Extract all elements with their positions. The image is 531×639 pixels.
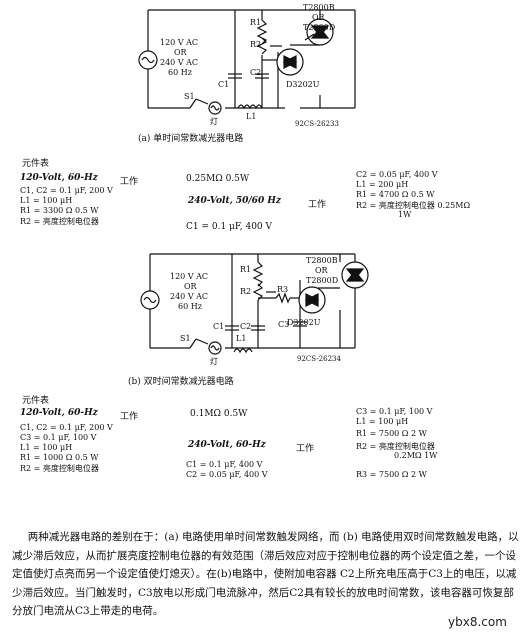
circuit-b-c1 [225,325,239,331]
circuit-b-c2-label: C2 [240,322,252,331]
circuit-b-caption: (b) 双时间常数减光器电路 [128,377,234,387]
parts-a-120v-mark: 工作 [120,177,139,187]
circuit-a-triac-part-3: T2800D [303,23,336,32]
parts-a-c-col-5: 1W [398,210,412,219]
circuit-b-l1-label: L1 [236,334,247,343]
circuit-b-r1-label: R1 [240,265,252,274]
circuit-b-ac-label-4: 60 Hz [178,302,202,311]
circuit-b-c3-label: C3 [278,320,290,329]
circuit-a-r2-label: R2 [250,40,262,49]
circuit-b-s1-label: S1 [180,334,191,343]
circuit-b-r1 [252,261,264,287]
parts-a-c-col-4: R2 = 亮度控制电位器 0.25MΩ [356,201,471,210]
circuit-b-code: 92CS-26234 [297,355,341,363]
circuit-a-ac-label-3: 240 V AC [160,58,199,67]
parts-a-c-col-2: L1 = 200 μH [356,180,409,189]
circuit-b-triac-part-1: T2800B [306,256,338,265]
circuit-b-triac-part-2: OR [315,266,328,275]
parts-b-c240-2: C2 = 0.05 μF, 400 V [186,470,268,479]
circuit-b-r3-label: R3 [277,285,289,294]
circuit-b-r3 [275,292,291,304]
circuit-a-l1 [237,104,263,110]
parts-a-240v-mark: 工作 [308,200,327,210]
circuit-a-triac-part-1: T2800B [303,3,335,12]
parts-a-left-4: R2 = 亮度控制电位器 [20,217,99,226]
circuit-a-r1 [256,19,268,45]
circuit-b-c2 [251,325,265,331]
circuit-a-r1-label: R1 [250,18,262,27]
circuit-b-c1-label: C1 [213,322,225,331]
parts-b-right-2: L1 = 100 μH [356,417,409,426]
parts-b-right-4: R2 = 亮度控制电位器 [356,442,435,451]
parts-a-r-val: 0.25MΩ 0.5W [186,174,250,184]
circuit-b-lamp-label: 灯 [210,357,218,366]
circuit-a-ac-label-4: 60 Hz [168,68,192,77]
circuit-a-c2-label: C2 [250,68,262,77]
circuit-b-s1 [195,338,209,345]
circuit-a-caption: (a) 单时间常数减光器电路 [138,134,244,144]
circuit-b-diac-part: D3202U [287,318,321,327]
circuit-a-ac-label-2: OR [174,48,187,57]
circuit-b-ac-label-1: 120 V AC [170,272,209,281]
circuit-a-s1 [195,98,209,105]
parts-b-c240-1: C1 = 0.1 μF, 400 V [186,460,263,469]
watermark: ybx8.com [448,615,507,629]
parts-b-r-val: 0.1MΩ 0.5W [190,409,248,419]
parts-a-c-col-3: R1 = 4700 Ω 0.5 W [356,190,435,199]
parts-b-120v-title: 120-Volt, 60-Hz [20,408,98,418]
parts-a-left-3: R1 = 3300 Ω 0.5 W [20,206,99,215]
parts-a-c1-240: C1 = 0.1 μF, 400 V [186,222,273,232]
circuit-a-ac-label-1: 120 V AC [160,38,199,47]
circuit-b-triac-part-3: T2800D [306,276,339,285]
parts-b-left-3: L1 = 100 μH [20,443,73,452]
parts-b-header: 元件表 [22,396,50,406]
circuit-a-code: 92CS-26233 [295,120,339,128]
circuit-b-ac-label-3: 240 V AC [170,292,209,301]
description-paragraph: 两种减光器电路的差别在于：(a) 电路使用单时间常数触发网络，而 (b) 电路使… [12,531,519,617]
circuit-a-triac-part-2: OR [312,13,325,22]
circuit-b-wires [149,253,356,349]
circuit-b-r2 [252,283,264,301]
circuit-b-ac-label-2: OR [184,282,197,291]
parts-b-240v-mark: 工作 [296,444,315,454]
parts-b-240v-title: 240-Volt, 60-Hz [188,440,266,450]
parts-a-c-col-1: C2 = 0.05 μF, 400 V [356,170,438,179]
parts-a-left-2: L1 = 100 μH [20,196,73,205]
circuit-a-c1 [228,73,242,79]
circuit-a-lamp-label: 灯 [210,117,218,126]
circuit-b-c3 [293,321,307,327]
parts-b-left-2: C3 = 0.1 μF, 100 V [20,433,97,442]
parts-b-left-4: R1 = 1000 Ω 0.5 W [20,453,99,462]
circuit-b-r2-label: R2 [240,287,252,296]
parts-a-header: 元件表 [22,159,50,169]
parts-b-right-3: R1 = 7500 Ω 2 W [356,429,427,438]
circuit-b-l1 [233,348,253,354]
circuit-a-s1-label: S1 [184,92,195,101]
parts-b-left-1: C1, C2 = 0.1 μF, 200 V [20,423,113,432]
parts-b-right-5: 0.2MΩ 1W [394,451,438,460]
parts-b-120v-mark: 工作 [120,412,139,422]
circuit-a-r2 [256,37,268,55]
circuit-a-c1-label: C1 [218,80,230,89]
parts-a-240v-title: 240-Volt, 50/60 Hz [188,196,281,206]
circuit-a-l1-label: L1 [246,112,257,121]
parts-b-right-6: R3 = 7500 Ω 2 W [356,470,427,479]
circuit-a-c2 [255,73,269,79]
parts-b-left-5: R2 = 亮度控制电位器 [20,464,99,473]
parts-a-left-1: C1, C2 = 0.1 μF, 200 V [20,186,113,195]
parts-a-120v-title: 120-Volt, 60-Hz [20,173,98,183]
circuit-a-diac-part: D3202U [286,80,320,89]
parts-b-right-1: C3 = 0.1 μF, 100 V [356,407,433,416]
